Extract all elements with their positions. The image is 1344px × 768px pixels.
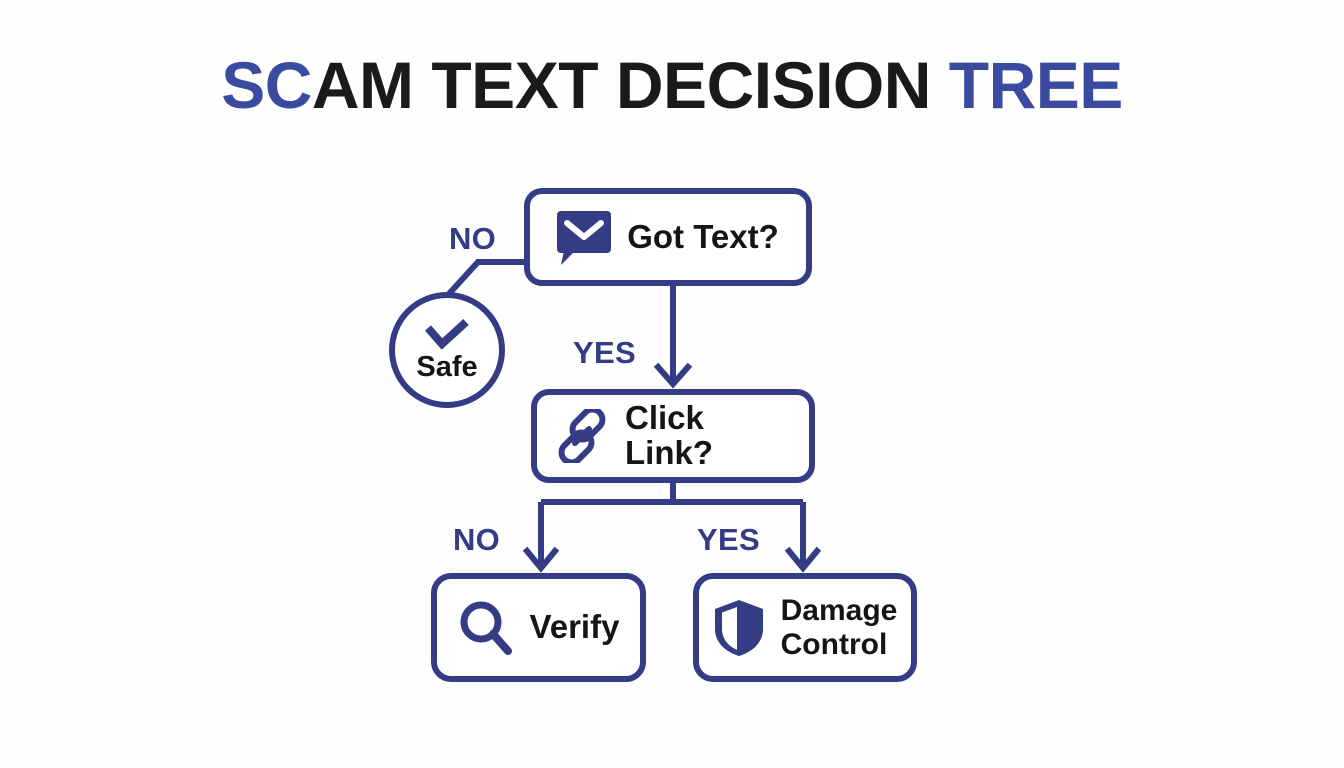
message-bubble-icon xyxy=(557,209,612,265)
node-damage-control[interactable]: Damage Control xyxy=(693,573,917,682)
title-part-tail: TREE xyxy=(948,48,1124,122)
node-click-link[interactable]: Click Link? xyxy=(531,389,815,483)
arrowhead-click-link-no xyxy=(522,546,560,573)
edge-label-click-link-no: NO xyxy=(453,522,501,557)
edge-got-text-no xyxy=(444,259,524,299)
edge-label-got-text-no: NO xyxy=(449,221,497,256)
edge-label-got-text-yes: YES xyxy=(573,335,636,370)
check-icon xyxy=(424,318,470,349)
node-safe[interactable]: Safe xyxy=(389,292,505,408)
title-part-middle: AM TEXT DECISION xyxy=(311,48,949,122)
node-click-link-label: Click Link? xyxy=(625,399,713,471)
title-part-lead: SC xyxy=(221,48,312,122)
node-got-text-label: Got Text? xyxy=(627,217,779,255)
magnifier-icon xyxy=(458,599,514,657)
edge-label-click-link-yes: YES xyxy=(697,522,760,557)
node-damage-control-label: Damage Control xyxy=(780,593,898,661)
node-verify-label: Verify xyxy=(529,608,620,646)
arrowhead-click-link-yes xyxy=(784,546,822,573)
page-title: SCAM TEXT DECISION TREE xyxy=(0,52,1344,118)
node-safe-label: Safe xyxy=(416,350,478,383)
arrowhead-got-text-yes xyxy=(653,362,693,389)
shield-icon xyxy=(713,598,765,658)
link-chain-icon xyxy=(555,409,609,463)
node-got-text[interactable]: Got Text? xyxy=(524,188,812,286)
node-verify[interactable]: Verify xyxy=(431,573,646,682)
